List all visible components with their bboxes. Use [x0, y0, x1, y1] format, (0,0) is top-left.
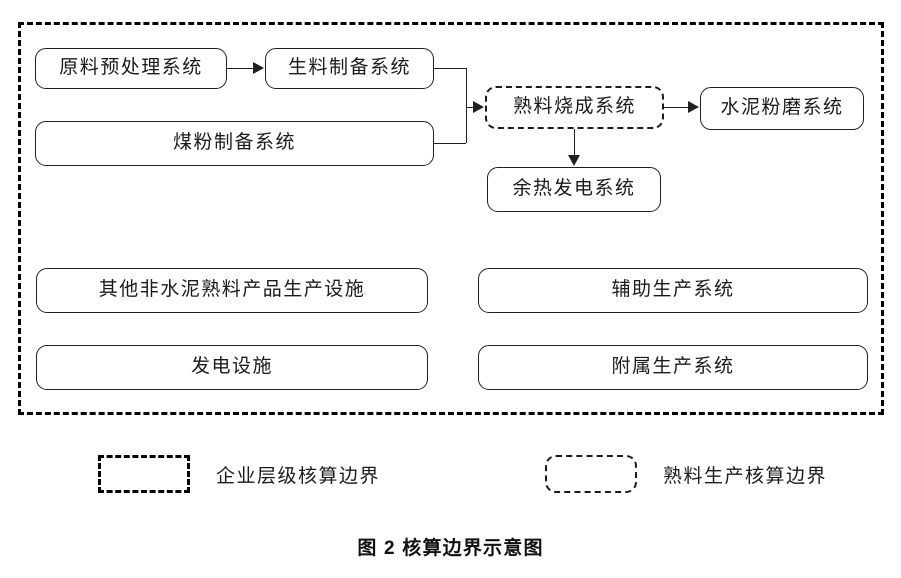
connector-clinker-to-wasteheat-arrow [568, 155, 580, 166]
node-cement-grinding[interactable]: 水泥粉磨系统 [700, 87, 864, 130]
node-raw-meal-preparation[interactable]: 生料制备系统 [265, 48, 434, 89]
legend-swatch-enterprise-boundary-icon [98, 455, 190, 493]
connector-pretreatment-to-rawmeal-line [227, 68, 254, 69]
connector-junction-to-clinker-line [466, 107, 478, 108]
node-auxiliary-production[interactable]: 辅助生产系统 [478, 268, 868, 313]
legend-label-enterprise-boundary: 企业层级核算边界 [216, 465, 381, 487]
connector-rawmeal-to-junction-line [434, 68, 466, 69]
legend-label-clinker-boundary: 熟料生产核算边界 [663, 465, 828, 487]
connector-clinker-to-wasteheat-line [574, 129, 575, 157]
node-power-generation-facilities[interactable]: 发电设施 [36, 345, 428, 390]
legend-swatch-clinker-boundary-icon [545, 455, 637, 493]
connector-junction-to-clinker-arrow [473, 101, 484, 113]
connector-clinker-to-cement-line [664, 107, 689, 108]
connector-clinker-to-cement-arrow [688, 101, 699, 113]
node-waste-heat-power[interactable]: 余热发电系统 [487, 167, 661, 212]
legend-item-clinker-boundary: 熟料生产核算边界 [545, 455, 827, 493]
connector-merge-junction-bar [466, 68, 467, 143]
enterprise-accounting-boundary [18, 22, 884, 415]
node-other-non-cement-clinker-facilities[interactable]: 其他非水泥熟料产品生产设施 [36, 268, 428, 313]
figure-caption: 图 2 核算边界示意图 [357, 538, 544, 559]
connector-pretreatment-to-rawmeal-arrow [253, 62, 264, 74]
node-ancillary-production[interactable]: 附属生产系统 [478, 345, 868, 390]
node-coal-powder-preparation[interactable]: 煤粉制备系统 [35, 121, 434, 166]
node-clinker-calcination[interactable]: 熟料烧成系统 [485, 86, 664, 129]
node-raw-material-pretreatment[interactable]: 原料预处理系统 [35, 48, 227, 89]
connector-coalpowder-to-junction-line [434, 143, 466, 144]
legend-item-enterprise-boundary: 企业层级核算边界 [98, 455, 380, 493]
